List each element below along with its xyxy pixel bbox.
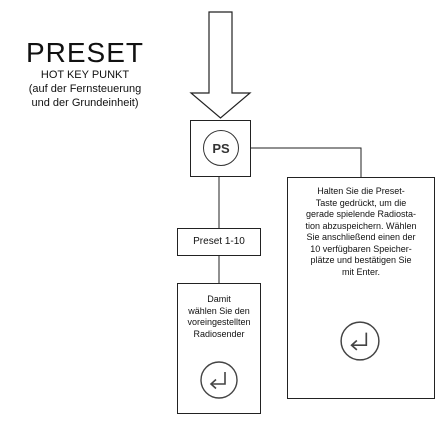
- enter-return-icon: [200, 361, 238, 399]
- store-preset-box: Halten Sie die Preset- Taste gedrückt, u…: [287, 177, 435, 399]
- ps-button-box: PS: [190, 120, 251, 177]
- store-preset-line-1: Halten Sie die Preset-: [317, 186, 405, 196]
- select-station-line-4: Radiosender: [193, 328, 245, 339]
- ps-button-icon[interactable]: PS: [203, 130, 239, 166]
- subtitle-line-2: (auf der Fernsteuerung: [28, 83, 142, 95]
- connector-ps-to-store: [250, 147, 362, 177]
- select-station-box: Damit wählen Sie den voreingestellten Ra…: [177, 283, 261, 414]
- ps-button-label: PS: [212, 140, 230, 156]
- select-station-text: Damit wählen Sie den voreingestellten Ra…: [178, 294, 260, 340]
- preset-range-box: Preset 1-10: [177, 228, 261, 256]
- store-preset-line-5: Sie anschließend einen der: [306, 232, 416, 242]
- subtitle-line-3: und der Grundeinheit): [31, 97, 139, 109]
- enter-return-icon: [340, 321, 380, 361]
- down-arrow-icon: [189, 11, 252, 119]
- title-block: PRESET HOT KEY PUNKT (auf der Fernsteuer…: [0, 38, 170, 110]
- store-preset-line-7: plätze und bestätigen Sie: [310, 255, 412, 265]
- subtitle-line-1: HOT KEY PUNKT: [40, 69, 130, 81]
- store-preset-line-4: tion abzuspeichern. Wählen: [305, 220, 417, 231]
- select-station-line-1: Damit: [207, 294, 231, 304]
- page-title: PRESET: [25, 37, 145, 68]
- store-preset-line-8: mit Enter.: [341, 266, 380, 277]
- preset-range-label: Preset 1-10: [193, 236, 245, 248]
- store-preset-text: Halten Sie die Preset- Taste gedrückt, u…: [288, 186, 434, 278]
- select-station-line-2: wählen Sie den: [188, 305, 250, 316]
- store-preset-line-2: Taste gedrückt, um die: [315, 197, 407, 208]
- store-preset-line-6: 10 verfügbaren Speicher-: [310, 243, 412, 254]
- store-preset-line-3: gerade spielende Radiosta-: [305, 209, 417, 219]
- select-station-line-3: voreingestellten: [187, 317, 251, 327]
